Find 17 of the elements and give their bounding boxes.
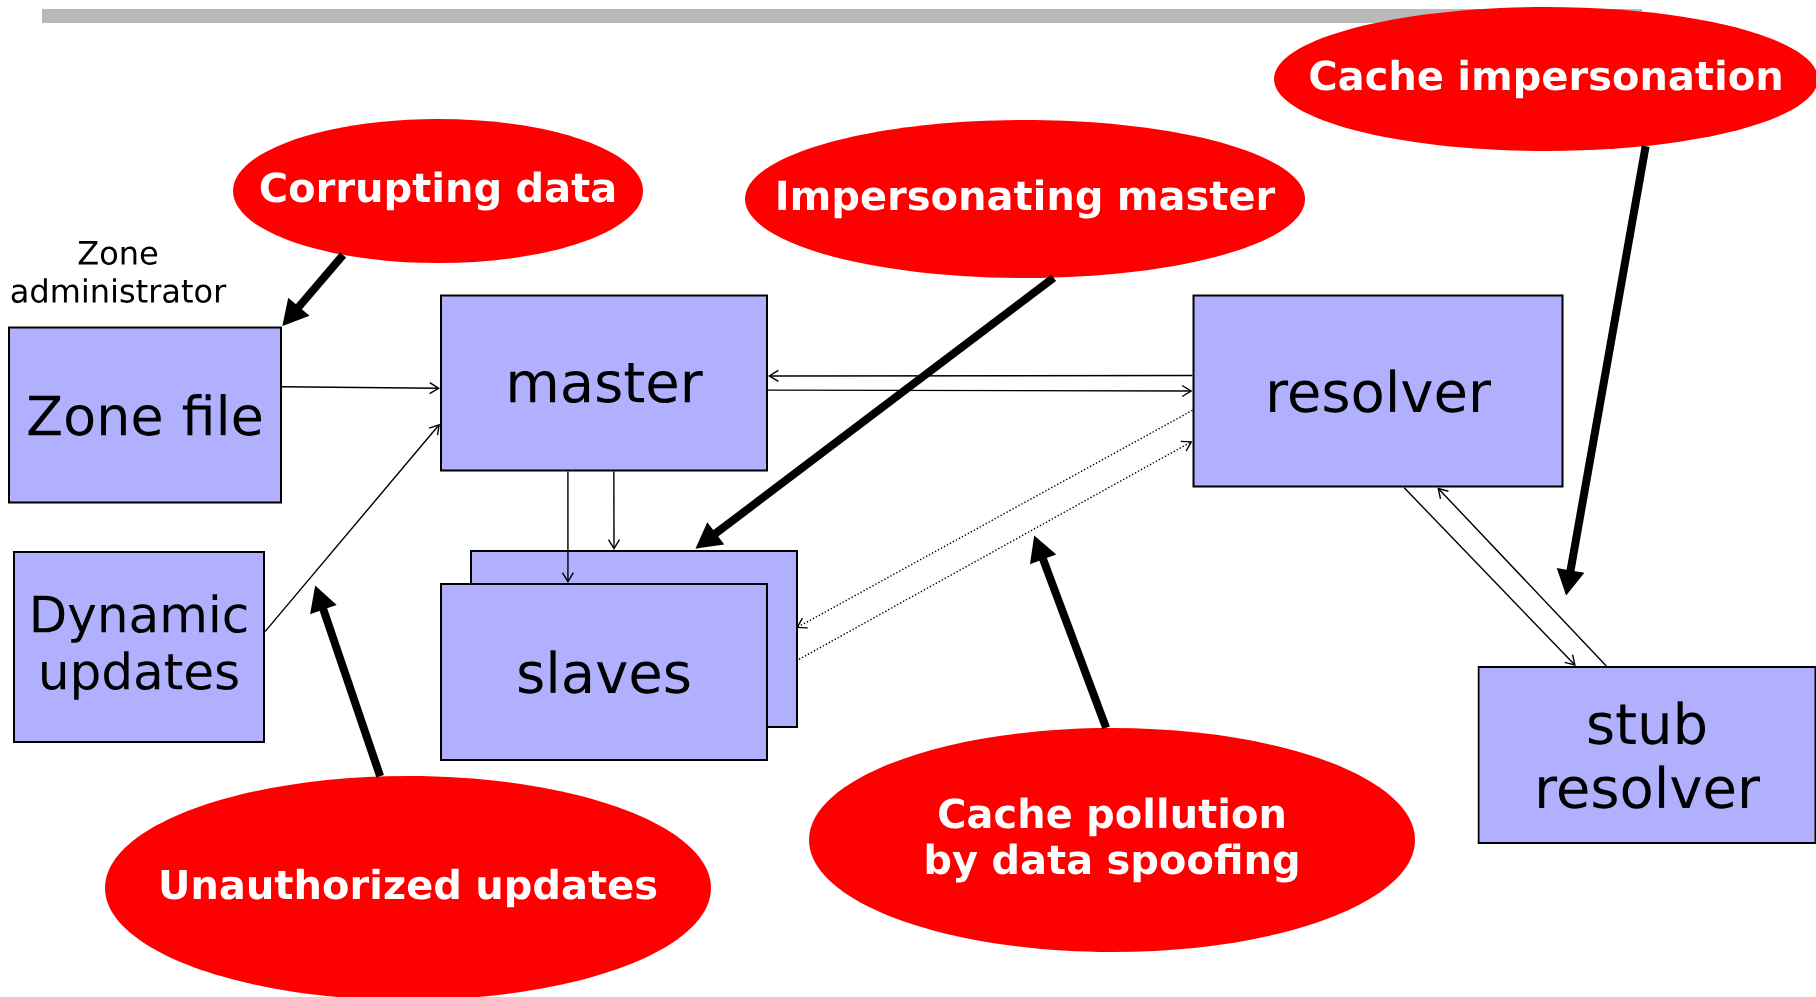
caption-text: Zone administrator [11,241,227,303]
arrow [767,384,1193,398]
arrow [796,409,1194,629]
arrow [281,382,440,395]
arrow [795,440,1193,662]
arrow [264,423,440,633]
arrow [1437,487,1608,667]
component-box: master [440,294,768,472]
arrow [607,470,621,550]
component-box: Dynamic updates [13,551,265,743]
arrow [561,470,575,583]
component-box: Zone file [8,326,282,504]
component-box: stub resolver [1477,666,1816,844]
component-box: resolver [1192,294,1564,488]
stacked-box: slaves [440,550,798,761]
arrow [1403,486,1576,666]
arrow [768,369,1194,383]
